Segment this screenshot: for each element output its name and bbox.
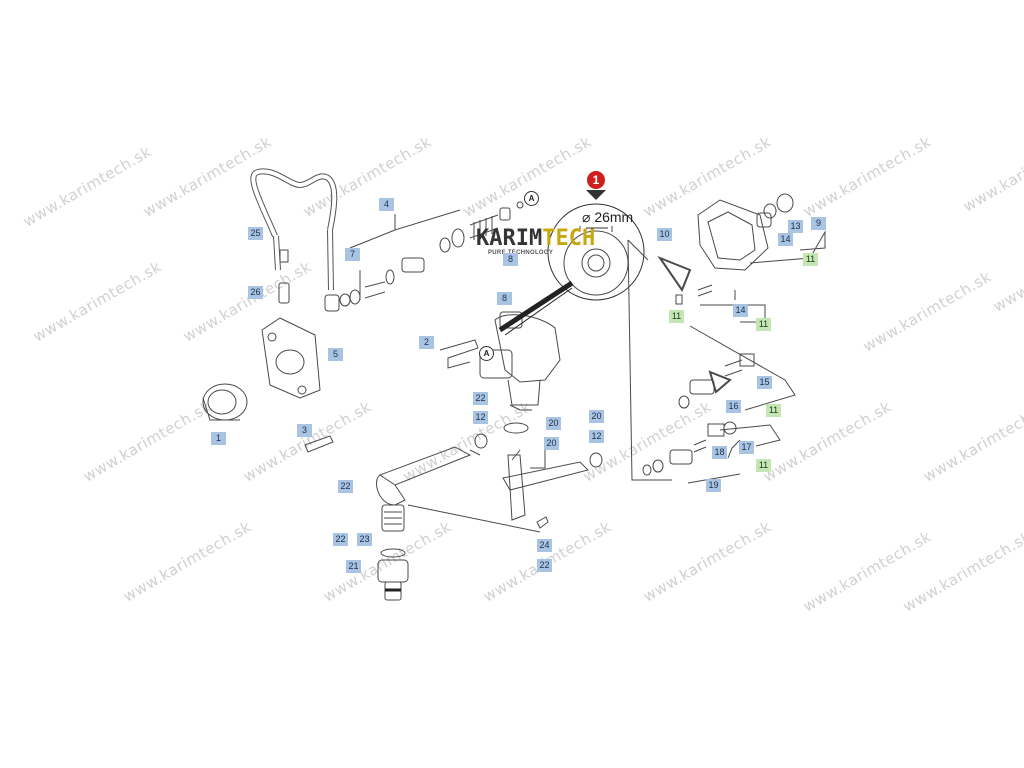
- part-callout: 4: [379, 198, 394, 211]
- part-16-seal: [708, 370, 732, 394]
- brand-logo: KARIMTECH PURE TECHNOLOGY: [476, 226, 596, 257]
- part-callout: 23: [357, 533, 372, 546]
- elbow-pipe-left: [378, 446, 472, 486]
- part-25-clip: [279, 249, 289, 263]
- o-ring-12-right: [589, 452, 603, 468]
- part-callout: 24: [537, 539, 552, 552]
- part-callout: 10: [657, 228, 672, 241]
- part-26-fitting: [278, 282, 290, 304]
- part-callout: 25: [248, 227, 263, 240]
- reference-mark: A: [524, 191, 539, 206]
- part-callout: 11: [803, 253, 818, 266]
- part-callout: 5: [328, 348, 343, 361]
- part-callout: 14: [778, 233, 793, 246]
- part-5-housing: [261, 317, 321, 399]
- part-callout: 12: [473, 411, 488, 424]
- part-callout: 11: [756, 459, 771, 472]
- valve-body: [479, 311, 561, 411]
- part-callout: 3: [297, 424, 312, 437]
- part-callout: 12: [589, 430, 604, 443]
- diameter-label: ⌀ 26mm: [582, 209, 634, 225]
- part-1-nut: [202, 383, 248, 421]
- o-ring-12-left: [474, 433, 488, 449]
- part-callout: 22: [338, 480, 353, 493]
- reference-mark: A: [479, 346, 494, 361]
- part-callout: 19: [706, 479, 721, 492]
- elbow-pipe-right: [502, 461, 589, 491]
- part-callout: 18: [712, 446, 727, 459]
- part-callout: 9: [811, 217, 826, 230]
- part-callout: 1: [211, 432, 226, 445]
- part-callout: 22: [333, 533, 348, 546]
- part-3-screw: [304, 435, 334, 453]
- part-callout: 17: [739, 441, 754, 454]
- part-2-clip: [439, 339, 479, 369]
- part-callout: 22: [473, 392, 488, 405]
- part-callout: 13: [788, 220, 803, 233]
- detail-marker: 1: [587, 171, 605, 189]
- part-callout: 20: [544, 437, 559, 450]
- detail-magnifier: [498, 203, 645, 336]
- part-callout: 8: [497, 292, 512, 305]
- part-callout: 11: [756, 318, 771, 331]
- part-callout: 16: [726, 400, 741, 413]
- part-21-connector: [377, 559, 409, 583]
- head-housing: [697, 193, 794, 271]
- part-10-seal: [657, 255, 692, 293]
- piston-assembly: [339, 201, 524, 307]
- brand-name: KARIMTECH: [476, 226, 596, 251]
- part-callout: 11: [669, 310, 684, 323]
- bypass-tube: [250, 168, 338, 238]
- part-24-screw: [536, 516, 549, 529]
- part-callout: 26: [248, 286, 263, 299]
- part-callout: 15: [757, 376, 772, 389]
- o-ring-20: [503, 422, 529, 434]
- part-callout: 14: [733, 304, 748, 317]
- part-callout: 20: [589, 410, 604, 423]
- part-callout: 8: [503, 253, 518, 266]
- part-callout: 20: [546, 417, 561, 430]
- part-callout: 11: [766, 404, 781, 417]
- part-callout: 21: [346, 560, 361, 573]
- part-callout: 2: [419, 336, 434, 349]
- part-callout: 7: [345, 248, 360, 261]
- brand-tagline: PURE TECHNOLOGY: [488, 250, 554, 256]
- part-callout: 22: [537, 559, 552, 572]
- marker-arrow: [586, 190, 606, 200]
